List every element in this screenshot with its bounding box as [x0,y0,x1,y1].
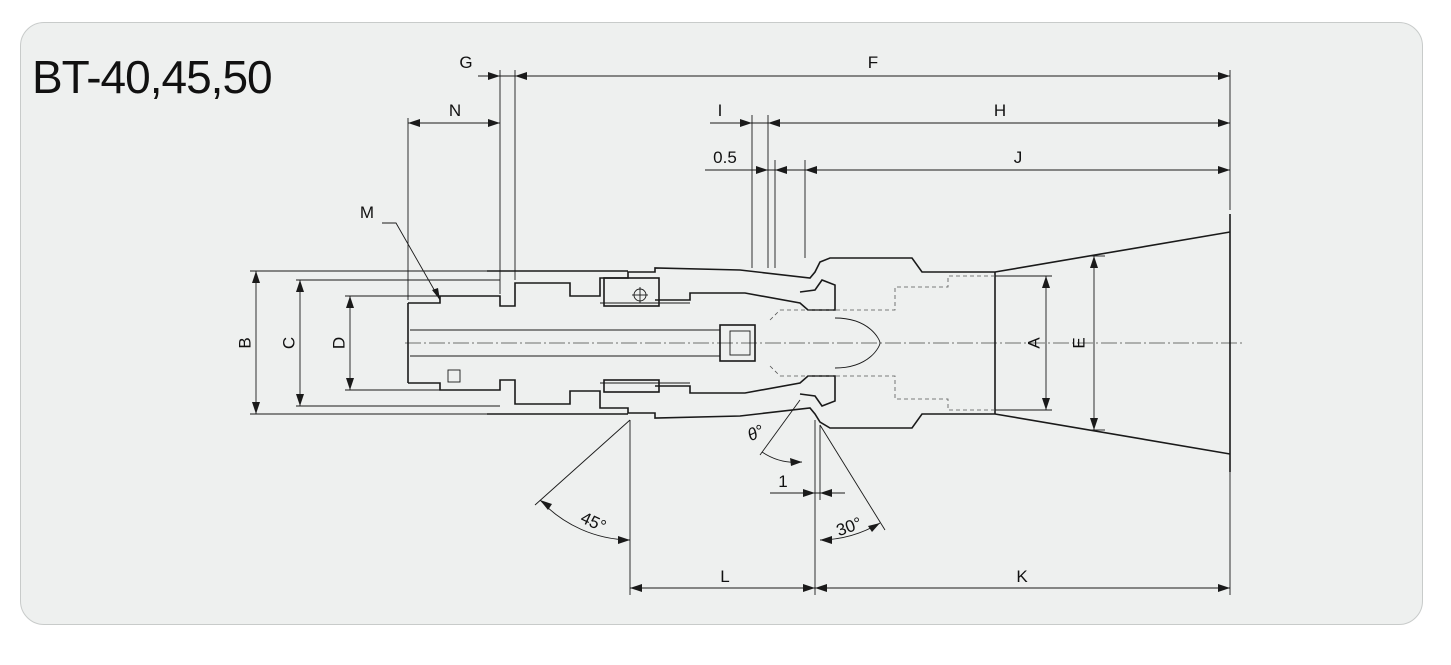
label-1: 1 [778,472,787,491]
label-A: A [1024,337,1043,349]
drawing-panel [20,22,1423,625]
label-30-degrees: 30° [834,514,865,541]
label-E: E [1069,337,1088,348]
label-C: C [279,337,298,349]
label-K: K [1016,567,1028,586]
label-M: M [360,203,374,222]
drawing-title: BT-40,45,50 [32,51,273,103]
label-J: J [1014,148,1023,167]
label-F: F [868,53,878,72]
label-theta-degrees: θ° [744,421,767,445]
label-0.5: 0.5 [713,148,737,167]
label-H: H [994,101,1006,120]
label-G: G [459,53,472,72]
label-I: I [718,101,723,120]
dimension-labels: G F N I H 0.5 J M B C D A E L K 1 45° 30… [235,53,1088,586]
holder-body [407,214,1231,472]
label-45-degrees: 45° [578,508,609,536]
label-D: D [329,337,348,349]
label-B: B [235,337,254,348]
label-N: N [449,101,461,120]
label-L: L [720,567,729,586]
dimensions [250,70,1231,595]
